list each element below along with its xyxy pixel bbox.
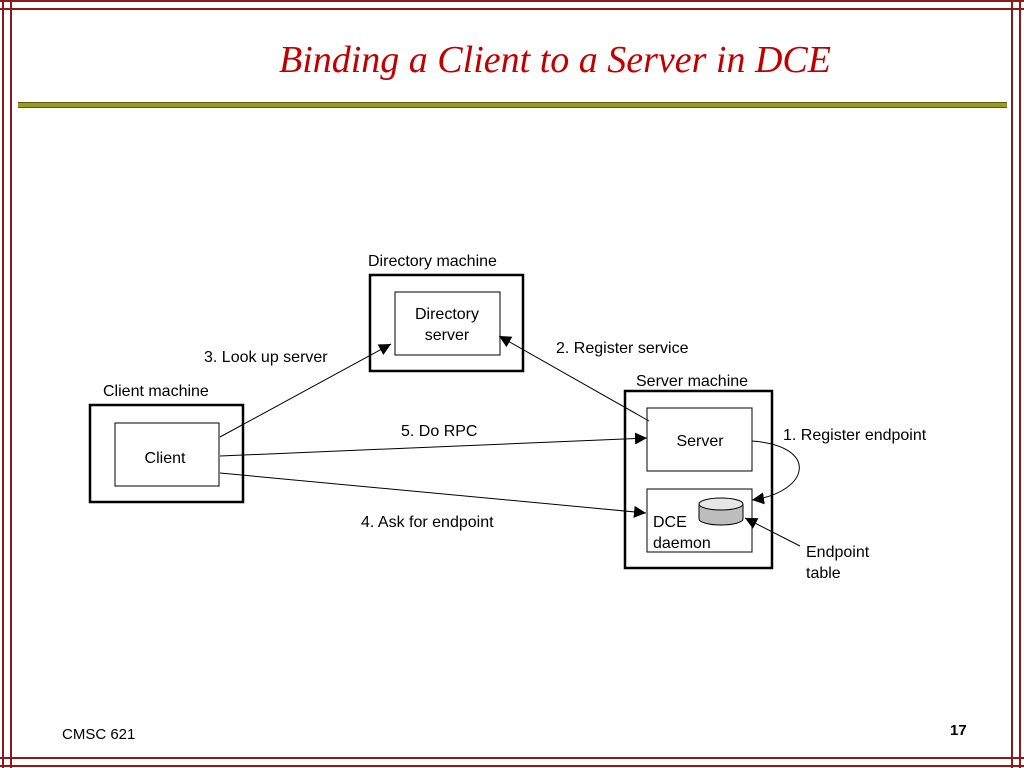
- client-label: Client: [145, 450, 186, 467]
- directory-server-label-line1: Directory: [415, 306, 479, 323]
- arrow-register-service: [498, 335, 650, 422]
- footer-course-label: CMSC 621: [62, 726, 136, 743]
- step-look-up-server-label: 3. Look up server: [204, 349, 328, 366]
- step-register-endpoint-label: 1. Register endpoint: [783, 427, 927, 444]
- arrow-register-endpoint: [751, 440, 800, 505]
- frame-right-outer: [1019, 0, 1021, 768]
- server-label: Server: [676, 433, 724, 450]
- step-ask-for-endpoint-label: 4. Ask for endpoint: [361, 514, 494, 531]
- frame-left-inner: [10, 0, 12, 768]
- endpoint-table-label-line2: table: [806, 565, 841, 582]
- dce-daemon-label-line2: daemon: [653, 535, 711, 552]
- arrow-ask-for-endpoint: [219, 472, 647, 518]
- endpoint-table-label-line1: Endpoint: [806, 544, 870, 561]
- frame-bottom-inner: [0, 757, 1024, 759]
- directory-machine-label: Directory machine: [368, 253, 497, 270]
- client-machine-label: Client machine: [103, 383, 209, 400]
- client-machine-box: [88, 403, 245, 504]
- arrow-endpoint-table: [744, 517, 801, 547]
- title-underline-rule: [18, 102, 1007, 108]
- frame-top-inner: [0, 8, 1024, 10]
- page-number: 17: [950, 722, 967, 739]
- slide-title: Binding a Client to a Server in DCE: [278, 39, 831, 81]
- step-register-service-label: 2. Register service: [556, 340, 689, 357]
- frame-top-outer: [0, 0, 1024, 2]
- arrow-look-up-server: [219, 343, 392, 438]
- frame-right-inner: [1011, 0, 1013, 768]
- frame-left-outer: [2, 0, 4, 768]
- arrow-do-rpc: [219, 432, 648, 457]
- server-machine-box: [623, 389, 774, 570]
- directory-server-label-line2: server: [425, 327, 470, 344]
- server-machine-label: Server machine: [636, 373, 748, 390]
- server-box: [646, 407, 753, 472]
- directory-server-box: [394, 291, 501, 356]
- frame-bottom-outer: [0, 765, 1024, 767]
- client-box: [114, 422, 220, 487]
- database-cylinder-icon: [698, 497, 744, 526]
- step-do-rpc-label: 5. Do RPC: [401, 423, 477, 440]
- directory-machine-box: [368, 273, 525, 373]
- dce-daemon-label-line1: DCE: [653, 514, 687, 531]
